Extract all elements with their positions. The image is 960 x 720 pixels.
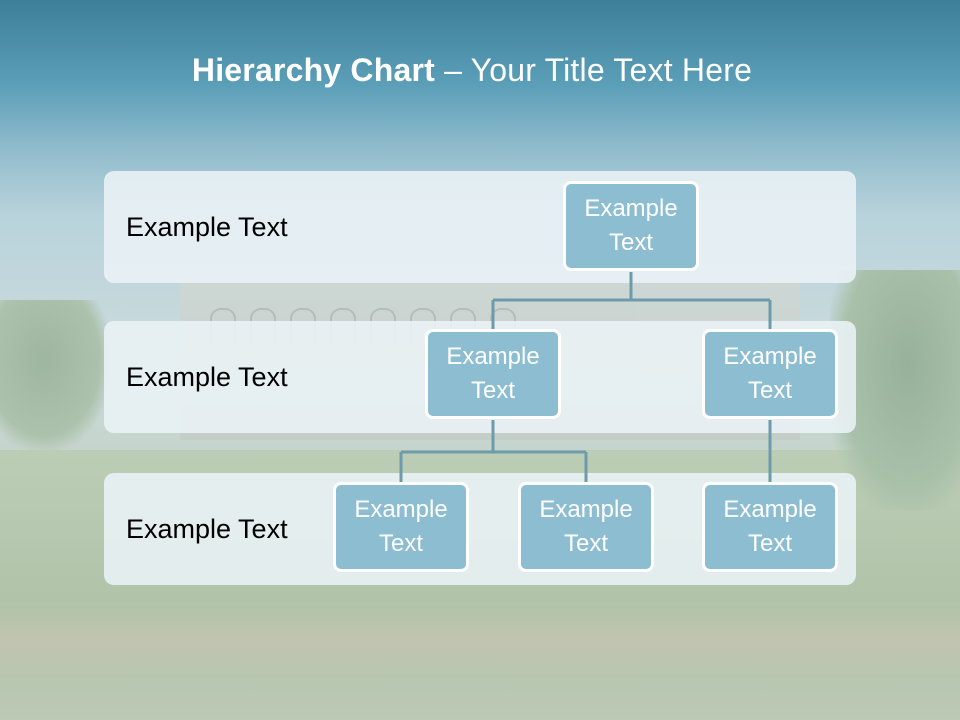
level-label-1: Example Text (126, 212, 288, 242)
background-trees-left (0, 300, 110, 450)
node-level3-a[interactable]: Example Text (333, 482, 469, 572)
slide-title-bold: Hierarchy Chart (191, 52, 435, 88)
node-level2-right[interactable]: Example Text (702, 329, 838, 419)
slide-title-rest: – Your Title Text Here (435, 52, 753, 88)
level-label-2: Example Text (126, 362, 288, 392)
node-level3-b[interactable]: Example Text (518, 482, 654, 572)
node-level2-left[interactable]: Example Text (425, 329, 561, 419)
connector-root-to-level2 (491, 272, 772, 331)
node-root[interactable]: Example Text (563, 181, 699, 271)
level-label-3: Example Text (126, 514, 288, 544)
background-path (0, 600, 960, 680)
level-band-1: Example Text (104, 171, 856, 283)
connector-level2left-to-level3 (399, 420, 588, 483)
slide-title: Hierarchy Chart – Your Title Text Here (0, 52, 944, 89)
node-level3-c[interactable]: Example Text (702, 482, 838, 572)
